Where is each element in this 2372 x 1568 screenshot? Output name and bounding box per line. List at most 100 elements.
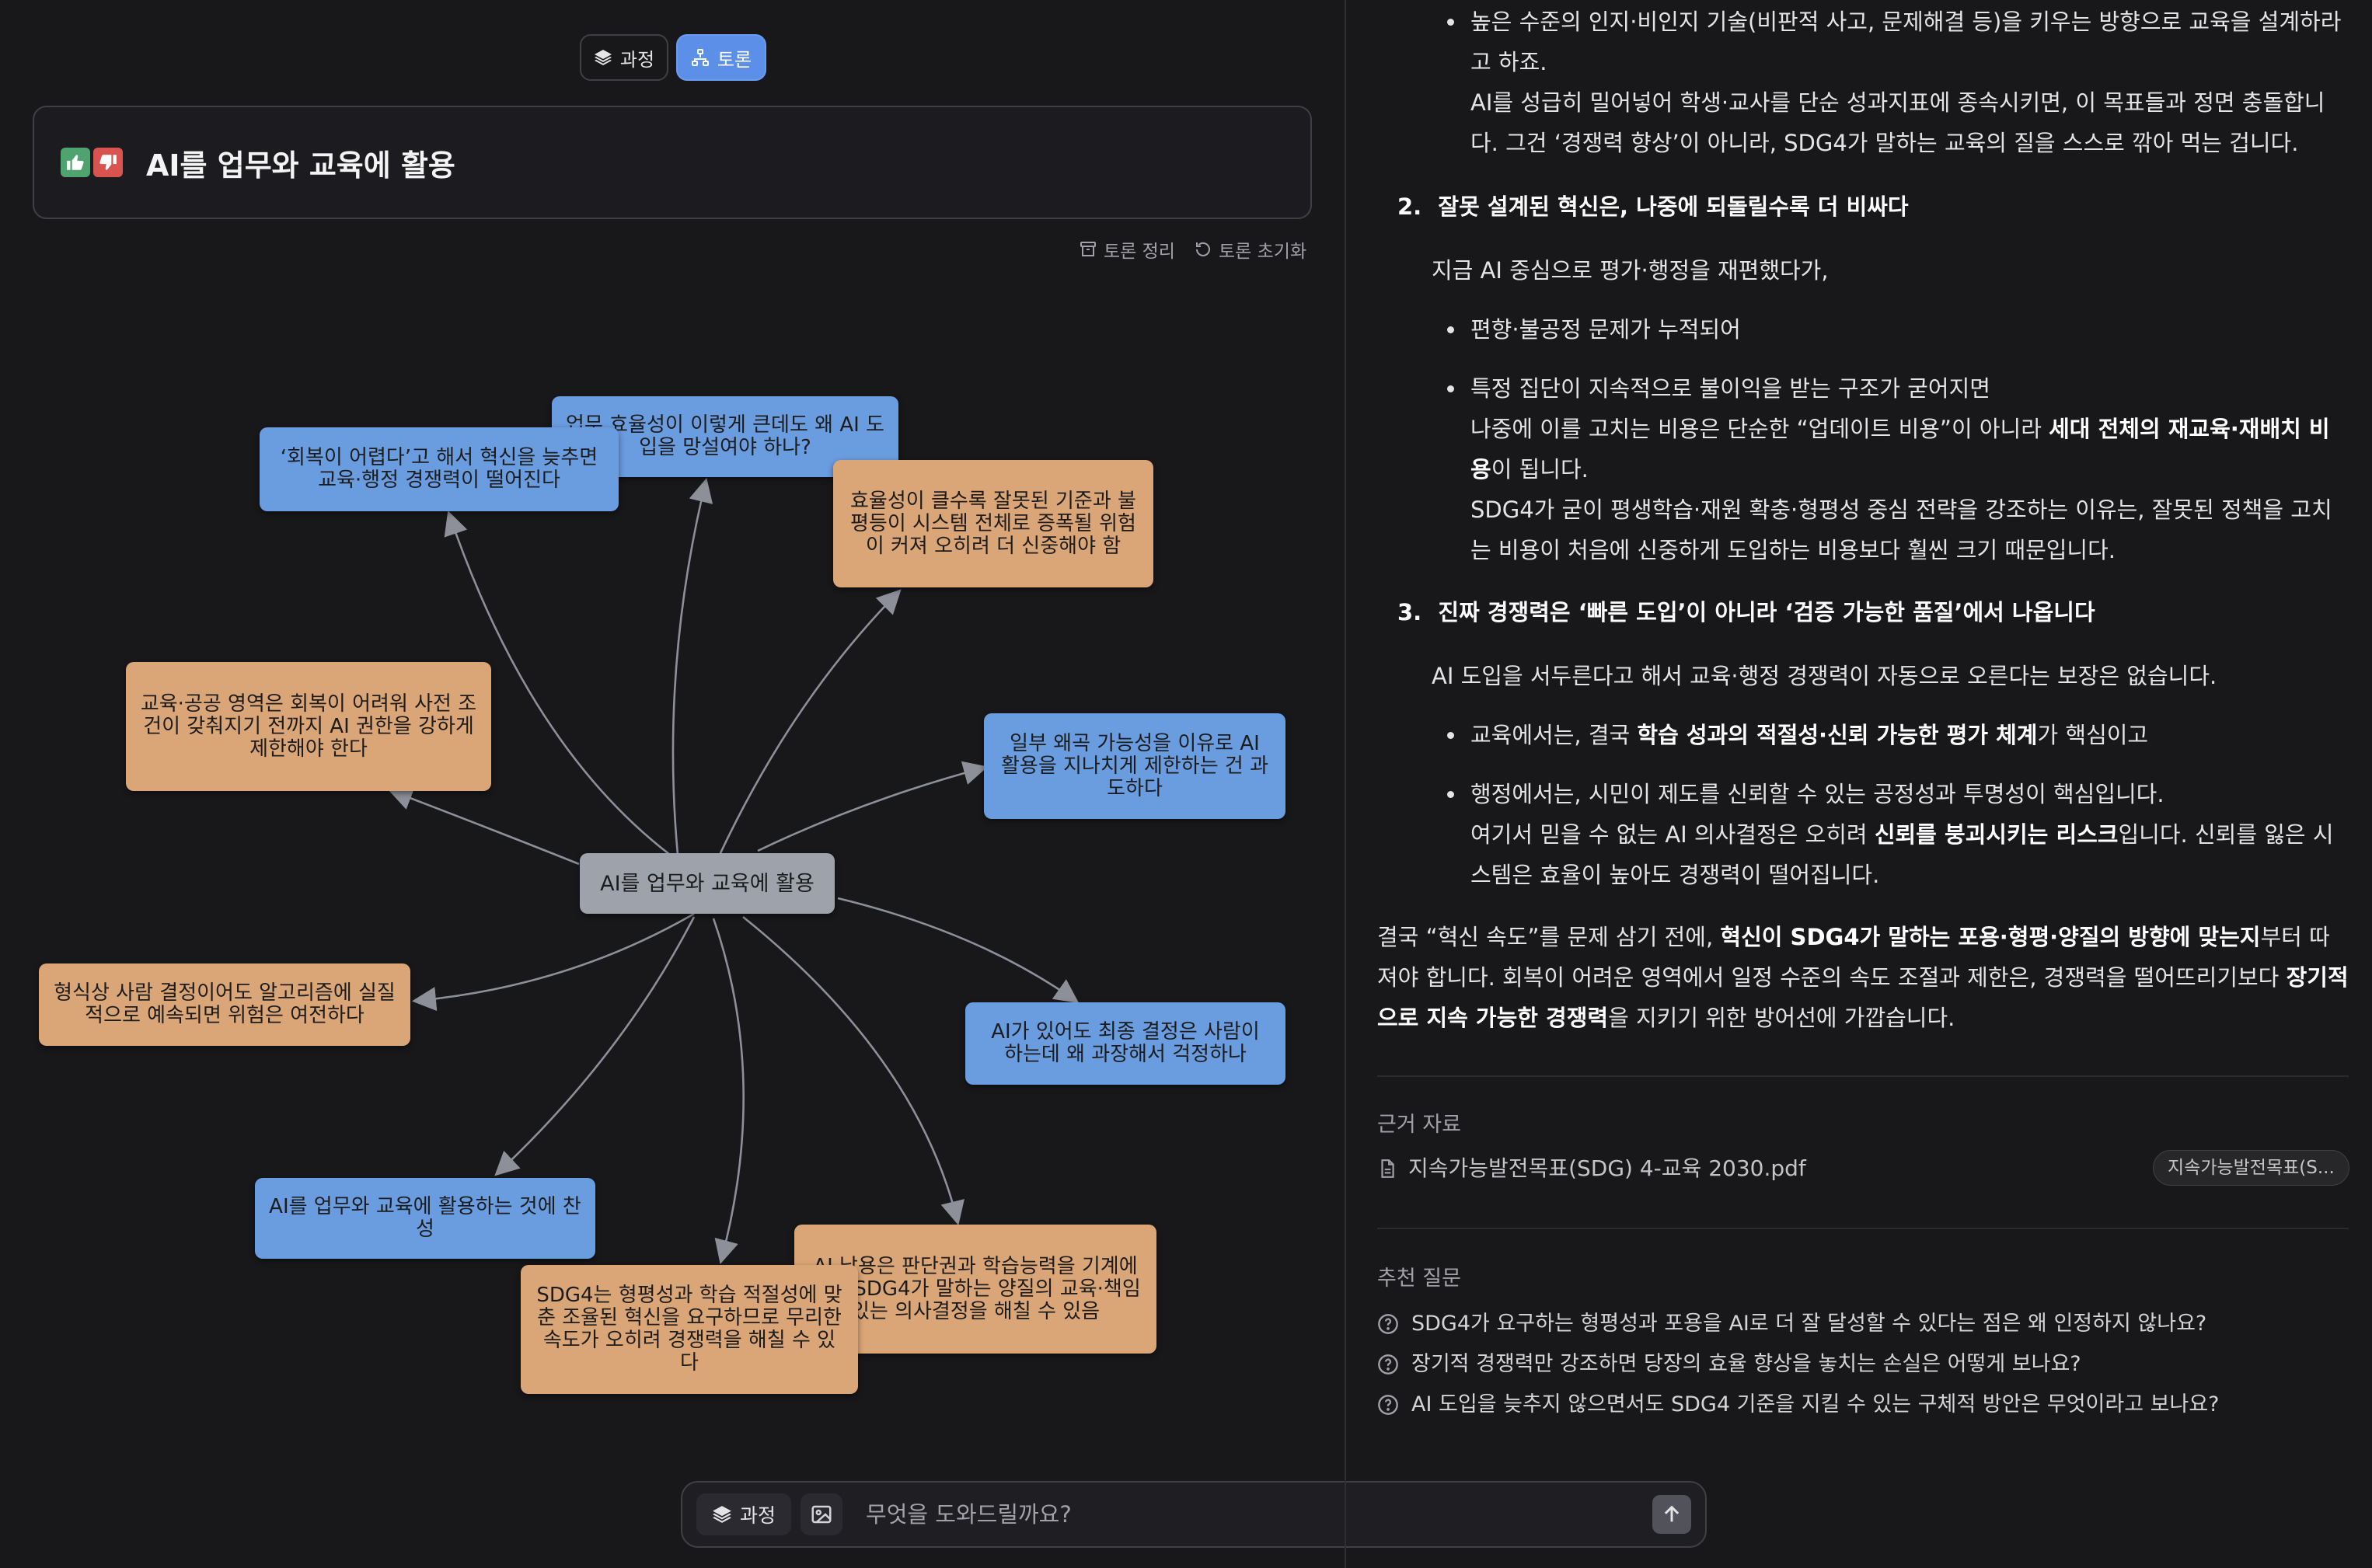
section-divider [1377, 1075, 2349, 1077]
send-button[interactable] [1652, 1495, 1691, 1534]
edge-n6 [411, 912, 695, 1012]
edge-n7 [837, 897, 1080, 1004]
mindmap-node[interactable]: AI가 있어도 최종 결정은 사람이 하는데 왜 과장해서 걱정하나 [965, 1002, 1285, 1085]
node-text: 업무 효율성이 이렇게 큰데도 왜 AI 도입을 망설여야 하나? [566, 413, 884, 459]
suggestions-label: 추천 질문 [1377, 1267, 1461, 1291]
list-item: 교육에서는, 결국 학습 성과의 적절성·신뢰 가능한 평가 체계가 핵심이고 [1447, 715, 2349, 755]
edge-n8 [494, 916, 696, 1176]
topic-card: AI를 업무와 교육에 활용 [33, 106, 1312, 219]
paragraph-text: 높은 수준의 인지·비인지 기술(비판적 사고, 문제해결 등)을 키우는 방향… [1470, 9, 2342, 75]
chat-composer: 과정 [681, 1481, 1707, 1548]
node-text: 형식상 사람 결정이어도 알고리즘에 실질적으로 예속되면 위험은 여전하다 [54, 981, 396, 1027]
thumbs-up-down-icon [61, 148, 123, 177]
item-title: 잘못 설계된 혁신은, 나중에 되돌릴수록 더 비싸다 [1438, 193, 1909, 220]
suggested-question-text: SDG4가 요구하는 형평성과 포용을 AI로 더 잘 달성할 수 있다는 점은… [1411, 1312, 2207, 1336]
mindmap-node[interactable]: 형식상 사람 결정이어도 알고리즘에 실질적으로 예속되면 위험은 여전하다 [39, 963, 410, 1046]
argument-mindmap: 업무 효율성이 이렇게 큰데도 왜 AI 도입을 망설여야 하나? ‘회복이 어… [0, 342, 1345, 1430]
paragraph-text: SDG4가 굳이 평생학습·재원 확충·형평성 중심 전략을 강조하는 이유는,… [1470, 497, 2332, 563]
composer-process-label: 과정 [740, 1504, 776, 1527]
reference-file-name: 지속가능발전목표(SDG) 4-교육 2030.pdf [1408, 1155, 1806, 1181]
reset-label: 토론 초기화 [1219, 242, 1307, 262]
paragraph-text: 여기서 믿을 수 없는 AI 의사결정은 오히려 [1470, 821, 1875, 848]
archive-icon [1080, 242, 1096, 256]
conclusion-paragraph: 결국 “혁신 속도”를 문제 삼기 전에, 혁신이 SDG4가 말하는 포용·형… [1377, 917, 2349, 1038]
node-text: AI가 있어도 최종 결정은 사람이 하는데 왜 과장해서 걱정하나 [991, 1020, 1260, 1066]
bold-text: 학습 성과의 적절성·신뢰 가능한 평가 체계 [1637, 722, 2038, 748]
node-text: AI를 업무와 교육에 활용하는 것에 찬성 [269, 1195, 581, 1241]
suggested-question[interactable]: SDG4가 요구하는 형평성과 포용을 AI로 더 잘 달성할 수 있다는 점은… [1377, 1304, 2206, 1344]
paragraph-text: 특정 집단이 지속적으로 불이익을 받는 구조가 굳어지면 [1470, 375, 1990, 402]
debate-panel: 과정 토론 AI를 업무와 교육에 활용 토론 정리 토론 초기화 [0, 34, 1707, 1548]
mindmap-node[interactable]: 일부 왜곡 가능성을 이유로 AI 활용을 지나치게 제한하는 건 과도하다 [984, 713, 1285, 819]
summarize-debate-button[interactable]: 토론 정리 [1079, 236, 1175, 263]
node-text: SDG4는 형평성과 학습 적절성에 맞춘 조율된 혁신을 요구하므로 무리한 … [536, 1284, 842, 1375]
node-text: 교육·공공 영역은 회복이 어려워 사전 조건이 갖춰지기 전까지 AI 권한을… [140, 692, 477, 761]
mindmap-edges [388, 477, 1080, 1265]
mindmap-node[interactable]: 효율성이 클수록 잘못된 기준과 불평등이 시스템 전체로 증폭될 위험이 커져… [833, 460, 1153, 587]
tab-debate[interactable]: 토론 [676, 34, 766, 81]
chat-input[interactable] [866, 1501, 1652, 1528]
reset-debate-button[interactable]: 토론 초기화 [1194, 236, 1306, 263]
reference-chip[interactable]: 지속가능발전목표(S... [2153, 1150, 2349, 1186]
mindmap-node[interactable]: ‘회복이 어렵다’고 해서 혁신을 늦추면 교육·행정 경쟁력이 떨어진다 [260, 427, 619, 511]
tab-process-label: 과정 [619, 48, 655, 71]
mindmap-center-node[interactable]: AI를 업무와 교육에 활용 [580, 853, 835, 914]
suggested-question-text: AI 도입을 늦추지 않으면서도 SDG4 기준을 지킬 수 있는 구체적 방안… [1411, 1392, 2220, 1416]
topic-title: AI를 업무와 교육에 활용 [146, 148, 455, 183]
file-icon [1381, 1159, 1394, 1178]
list-item: 2. 잘못 설계된 혁신은, 나중에 되돌릴수록 더 비싸다 [1397, 186, 2353, 227]
paragraph-text: 부터 따져야 합니다. 회복이 어려운 영역에서 일정 수준의 속도 조절과 제… [1377, 924, 2330, 991]
list-item: 편향·불공정 문제가 누적되어 [1447, 309, 2349, 350]
bold-text: 혁신이 SDG4가 말하는 포용·형평·양질의 방향에 맞는지 [1720, 924, 2261, 950]
suggested-question-text: 장기적 경쟁력만 강조하면 당장의 효율 향상을 놓치는 손실은 어떻게 보나요… [1411, 1352, 2081, 1376]
node-text: ‘회복이 어렵다’고 해서 혁신을 늦추면 교육·행정 경쟁력이 떨어진다 [280, 446, 598, 492]
panel-divider [1345, 0, 1346, 1568]
paragraph-text: 결국 “혁신 속도”를 문제 삼기 전에, [1377, 924, 1721, 950]
paragraph-text: 나중에 이를 고치는 비용은 단순한 “업데이트 비용”이 아니라 [1470, 416, 2049, 442]
mindmap-node[interactable]: AI를 업무와 교육에 활용하는 것에 찬성 [255, 1178, 595, 1259]
network-icon [691, 49, 709, 66]
answer-panel: 높은 수준의 인지·비인지 기술(비판적 사고, 문제해결 등)을 키우는 방향… [1346, 0, 2372, 1568]
refresh-icon [1196, 242, 1210, 256]
composer-process-button[interactable]: 과정 [696, 1493, 792, 1535]
item-number: 2. [1397, 193, 1422, 220]
edge-n4 [388, 786, 580, 866]
paragraph-text: 행정에서는, 시민이 제도를 신뢰할 수 있는 공정성과 투명성이 핵심입니다. [1470, 781, 2164, 807]
summarize-label: 토론 정리 [1104, 242, 1175, 262]
attach-image-button[interactable] [801, 1493, 843, 1535]
node-text: 효율성이 클수록 잘못된 기준과 불평등이 시스템 전체로 증폭될 위험이 커져… [850, 489, 1136, 558]
paragraph-text: 교육에서는, 결국 [1470, 722, 1638, 748]
layers-icon [713, 1506, 731, 1523]
suggested-question[interactable]: 장기적 경쟁력만 강조하면 당장의 효율 향상을 놓치는 손실은 어떻게 보나요… [1377, 1344, 2081, 1385]
question-circle-icon [1378, 1314, 1398, 1334]
edge-n9 [742, 915, 964, 1226]
list-item: 특정 집단이 지속적으로 불이익을 받는 구조가 굳어지면 나중에 이를 고치는… [1447, 368, 2349, 570]
node-text: 일부 왜곡 가능성을 이유로 AI 활용을 지나치게 제한하는 건 과도하다 [1000, 731, 1269, 800]
item-title: 진짜 경쟁력은 ‘빠른 도입’이 아니라 ‘검증 가능한 품질’에서 나옵니다 [1438, 599, 2095, 625]
list-item: 3. 진짜 경쟁력은 ‘빠른 도입’이 아니라 ‘검증 가능한 품질’에서 나옵… [1397, 592, 2353, 632]
paragraph-text: 을 지키기 위한 방어선에 가깝습니다. [1608, 1005, 1955, 1031]
edge-n1 [671, 477, 713, 855]
mindmap-node[interactable]: 교육·공공 영역은 회복이 어려워 사전 조건이 갖춰지기 전까지 AI 권한을… [126, 662, 491, 791]
tab-process[interactable]: 과정 [580, 34, 668, 81]
list-item: 행정에서는, 시민이 제도를 신뢰할 수 있는 공정성과 투명성이 핵심입니다.… [1447, 774, 2349, 895]
center-node-text: AI를 업무와 교육에 활용 [600, 871, 815, 896]
edge-n10 [712, 918, 745, 1265]
mindmap-node[interactable]: AI 남용은 판단권과 학습능력을 기계에 넘겨 SDG4가 말하는 양질의 교… [794, 1225, 1156, 1354]
references-label: 근거 자료 [1377, 1113, 1461, 1137]
edge-n2 [444, 510, 671, 856]
paragraph: 지금 AI 중심으로 평가·행정을 재편했다가, [1432, 257, 1829, 284]
bold-text: 세대 전체의 재교육·재배치 비용 [1470, 416, 2330, 483]
section-divider [1377, 1228, 2349, 1229]
paragraph-text: AI를 성급히 밀어넣어 학생·교사를 단순 성과지표에 종속시키면, 이 목표… [1470, 89, 2325, 156]
list-item: 높은 수준의 인지·비인지 기술(비판적 사고, 문제해결 등)을 키우는 방향… [1447, 2, 2349, 163]
image-icon [811, 1505, 832, 1524]
mindmap-node[interactable]: SDG4는 형평성과 학습 적절성에 맞춘 조율된 혁신을 요구하므로 무리한 … [521, 1265, 858, 1394]
node-text: AI 남용은 판단권과 학습능력을 기계에 넘겨 SDG4가 말하는 양질의 교… [810, 1254, 1141, 1323]
paragraph-text: 이 됩니다. [1491, 456, 1589, 483]
question-circle-icon [1378, 1354, 1398, 1375]
paragraph-text: 입니다. 신뢰를 잃은 시스템은 효율이 높아도 경쟁력이 떨어집니다. [1470, 821, 2334, 888]
paragraph: AI 도입을 서두른다고 해서 교육·행정 경쟁력이 자동으로 오른다는 보장은… [1432, 663, 2217, 689]
reference-file-link[interactable]: 지속가능발전목표(SDG) 4-교육 2030.pdf [1377, 1148, 1806, 1189]
suggested-question[interactable]: AI 도입을 늦추지 않으면서도 SDG4 기준을 지킬 수 있는 구체적 방안… [1377, 1385, 2220, 1425]
